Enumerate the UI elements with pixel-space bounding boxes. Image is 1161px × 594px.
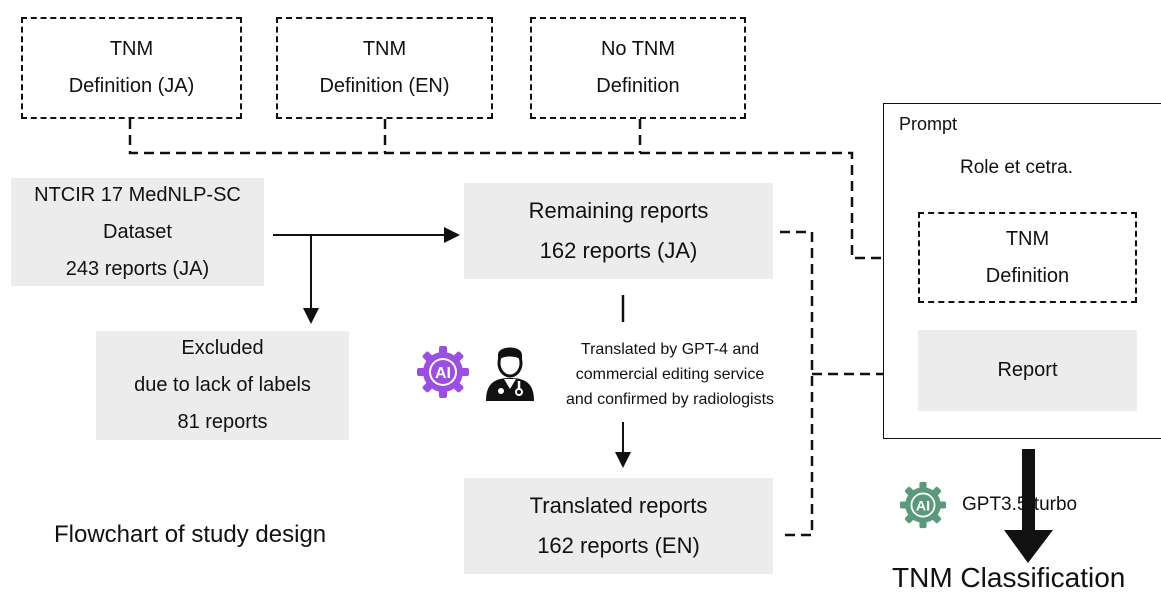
definition-ja-line1: TNM [109,38,154,60]
remaining-line2: 162 reports (JA) [539,238,698,263]
definitions-bus-line [128,119,916,268]
remaining-box: Remaining reports 162 reports (JA) [464,183,773,279]
prompt-definition-box: TNM Definition [918,212,1137,303]
definition-en-line2: Definition (EN) [319,75,450,97]
diagram-caption: Flowchart of study design [54,521,327,548]
definition-ja-line2: Definition (JA) [68,75,195,97]
dataset-line3: 243 reports (JA) [65,257,210,280]
prompt-definition-line2: Definition [985,264,1070,287]
excluded-box: Excluded due to lack of labels 81 report… [96,331,349,440]
prompt-to-output-arrowhead [1004,530,1053,563]
definition-ja-box: TNM Definition (JA) [21,17,242,119]
translated-box: Translated reports 162 reports (EN) [464,478,773,574]
dataset-line2: Dataset [103,220,172,243]
ai-badge-purple: AI [435,365,451,382]
output-label: TNM Classification [892,562,1126,593]
translation-note-line1: Translated by GPT-4 and [580,340,760,358]
prompt-role: Role et cetra. [960,157,1073,178]
ai-badge-green: AI [916,498,930,514]
definition-en-line1: TNM [362,38,407,60]
excluded-line2: due to lack of labels [134,374,311,396]
no-definition-box: No TNM Definition [530,17,746,119]
translated-line2: 162 reports (EN) [537,533,700,558]
dataset-box: NTCIR 17 MedNLP-SC Dataset 243 reports (… [11,178,264,286]
doctor-icon [483,341,537,403]
ai-gear-icon-purple: AI [416,345,470,399]
prompt-definition-line1: TNM [1005,227,1050,250]
definition-en-box: TNM Definition (EN) [276,17,493,119]
prompt-title: Prompt [899,114,958,134]
ai-gear-icon-green: AI [899,481,947,529]
prompt-report-box: Report [918,330,1137,411]
translation-note-line2: commercial editing service [575,365,765,383]
excluded-line3: 81 reports [177,411,268,433]
excluded-line1: Excluded [181,337,264,359]
translation-note: Translated by GPT-4 and commercial editi… [540,328,800,420]
no-definition-line1: No TNM [600,38,676,60]
model-label: GPT3.5-turbo [962,494,1078,515]
prompt-report-label: Report [997,359,1058,381]
translated-line1: Translated reports [529,493,708,518]
remaining-line1: Remaining reports [528,198,709,223]
no-definition-line2: Definition [596,75,680,97]
prompt-to-output-shaft [1022,449,1035,531]
dataset-line1: NTCIR 17 MedNLP-SC [34,183,241,206]
translation-note-line3: and confirmed by radiologists [565,390,775,408]
reports-bracket-line [780,230,814,537]
